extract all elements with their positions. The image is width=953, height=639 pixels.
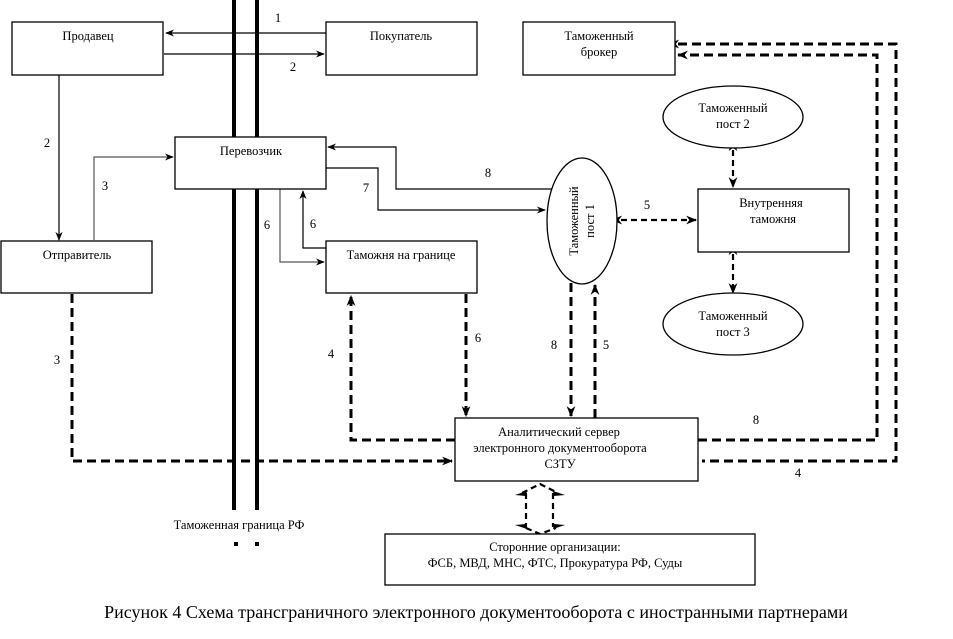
edge-label: 6 [264,218,270,232]
figure-caption: Рисунок 4 Схема трансграничного электрон… [104,602,848,622]
edge-label: 2 [44,136,50,150]
node-customs-post-2: Таможенный пост 2 [662,85,804,149]
edge-sender-to-server [70,294,454,466]
node-analytic-server-label-1: Аналитический сервер [498,425,620,439]
node-customs-post-2-label-1: Таможенный [698,101,768,115]
node-carrier-label: Перевозчик [220,144,283,158]
edge-sender-to-carrier [93,153,174,240]
edge-carrier-to-border-customs [279,189,325,266]
node-buyer: Покупатель [325,21,478,76]
edge-server-third-parties [515,482,565,536]
node-buyer-label: Покупатель [370,29,433,43]
node-seller: Продавец [11,21,164,76]
edge-label: 4 [795,466,802,480]
edge-border-customs-to-carrier [299,190,326,249]
edge-label: 6 [475,331,481,345]
node-customs-post-1-label-2: пост 1 [583,204,597,238]
node-customs-post-1-label-1: Таможенный [567,186,581,256]
edge-post1-to-carrier [327,143,553,190]
edge-label: 8 [551,338,557,352]
edge-carrier-to-post1 [326,167,546,214]
node-customs-broker: Таможенный брокер [522,21,676,76]
node-carrier: Перевозчик [174,136,327,190]
customs-border-dot [234,542,238,546]
node-customs-post-3-label-1: Таможенный [698,309,768,323]
node-customs-post-2-label-2: пост 2 [716,117,750,131]
node-third-parties: Сторонние организации: ФСБ, МВД, МНС, ФТ… [384,533,756,586]
node-seller-label: Продавец [62,29,113,43]
edge-label: 1 [275,11,281,25]
node-analytic-server-label-2: электронного документооборота [473,441,647,455]
edge-label: 4 [328,347,335,361]
edge-label: 5 [603,338,609,352]
edge-server-to-broker [676,50,879,442]
node-inner-customs-label-1: Внутренняя [739,196,803,210]
node-customs-post-1: Таможенный пост 1 [546,157,618,285]
edge-label: 8 [485,166,491,180]
node-sender: Отправитель [0,240,153,294]
customs-border-dot [255,542,259,546]
node-third-parties-label-2: ФСБ, МВД, МНС, ФТС, Прокуратура РФ, Суды [428,556,683,570]
edge-label: 2 [290,60,296,74]
node-inner-customs: Внутренняя таможня [697,188,850,253]
edge-broker-to-server [668,39,898,463]
edge-label: 3 [102,179,108,193]
edge-label: 3 [54,353,60,367]
customs-border-label: Таможенная граница РФ [174,518,305,532]
edge-label: 8 [753,413,759,427]
node-border-customs: Таможня на границе [325,240,478,294]
node-customs-post-3-label-2: пост 3 [716,325,750,339]
edge-label: 5 [644,198,650,212]
edge-label: 6 [310,217,316,231]
edge-label: 7 [363,181,369,195]
node-analytic-server-label-3: СЗТУ [544,457,575,471]
node-customs-broker-label-1: Таможенный [564,29,634,43]
node-customs-broker-label-2: брокер [581,45,617,59]
node-analytic-server: Аналитический сервер электронного докуме… [454,417,699,482]
node-inner-customs-label-2: таможня [750,212,796,226]
node-customs-post-3: Таможенный пост 3 [662,292,804,356]
node-sender-label: Отправитель [43,248,112,262]
edge-server-to-border-customs [346,294,455,442]
node-border-customs-label: Таможня на границе [347,248,456,262]
node-third-parties-label-1: Сторонние организации: [489,540,621,554]
